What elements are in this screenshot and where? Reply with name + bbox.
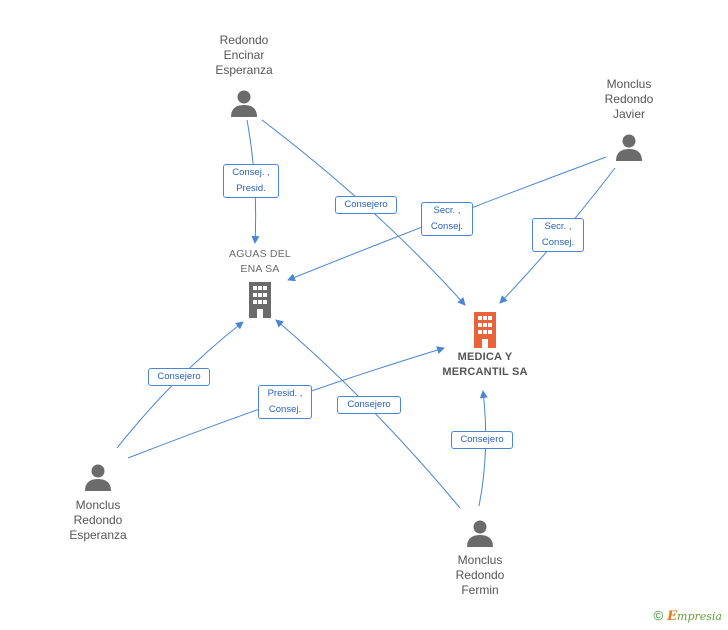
company-name: AGUAS DEL ENA SA <box>229 248 291 275</box>
edge-label-ree-aguas[interactable]: Consej. , Presid. <box>223 164 279 198</box>
company-name: MEDICA Y MERCANTIL SA <box>442 351 528 378</box>
edge-label-mre-medica[interactable]: Presid. , Consej. <box>258 385 312 419</box>
edge-label-ree-medica[interactable]: Consejero <box>335 196 397 214</box>
brand-logo[interactable]: Empresia <box>667 609 722 624</box>
person-node-monclus-redondo-esperanza[interactable]: Monclus Redondo Esperanza <box>48 462 148 543</box>
person-name: Redondo Encinar Esperanza <box>215 33 273 77</box>
company-node-medica-y-mercantil[interactable]: MEDICA Y MERCANTIL SA <box>435 312 535 380</box>
edge-label-mrj-medica[interactable]: Secr. , Consej. <box>532 218 584 252</box>
building-icon <box>249 282 271 318</box>
person-icon <box>467 520 493 547</box>
edge-label-mrf-aguas[interactable]: Consejero <box>337 396 401 414</box>
person-node-redondo-encinar-esperanza[interactable]: Redondo Encinar Esperanza <box>194 33 294 118</box>
edge-mrf-medica <box>478 390 488 507</box>
person-icon <box>85 464 111 491</box>
person-name: Monclus Redondo Fermin <box>455 553 505 597</box>
company-node-aguas-del-ena[interactable]: AGUAS DEL ENA SA <box>210 247 310 318</box>
copyright-symbol: © <box>653 608 664 623</box>
brand-footer: ©Empresia <box>654 608 722 624</box>
person-node-monclus-redondo-fermin[interactable]: Monclus Redondo Fermin <box>430 518 530 598</box>
building-icon <box>474 312 496 348</box>
person-icon <box>231 90 257 117</box>
person-name: Monclus Redondo Javier <box>604 77 654 121</box>
person-node-monclus-redondo-javier[interactable]: Monclus Redondo Javier <box>579 77 679 162</box>
edge-label-mrj-aguas[interactable]: Secr. , Consej. <box>421 202 473 236</box>
person-icon <box>616 134 642 161</box>
edge-label-mre-aguas[interactable]: Consejero <box>148 368 210 386</box>
edge-label-mrf-medica[interactable]: Consejero <box>451 431 513 449</box>
person-name: Monclus Redondo Esperanza <box>69 498 127 542</box>
